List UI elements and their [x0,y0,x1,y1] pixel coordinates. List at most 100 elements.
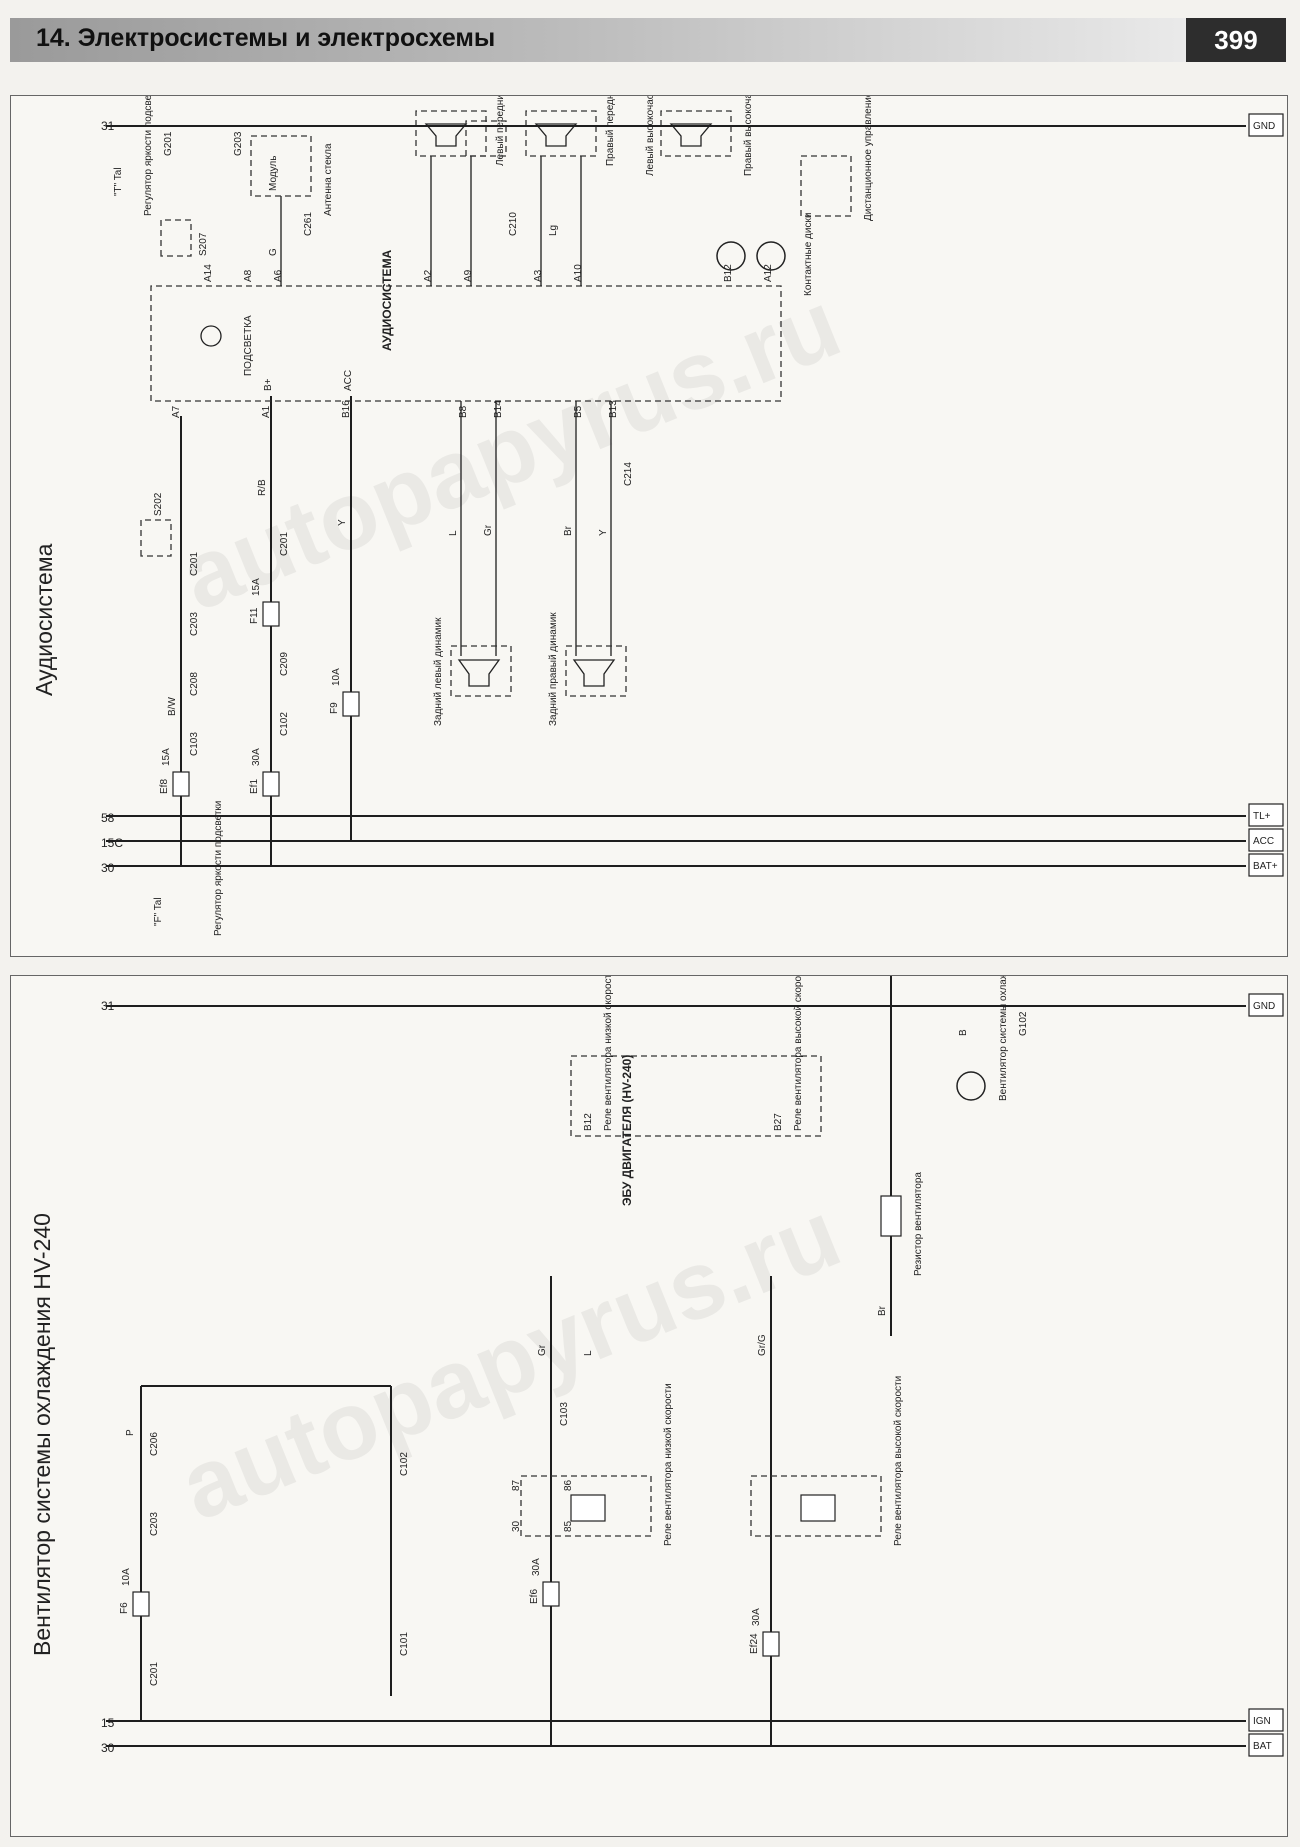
resistor-label: Резистор вентилятора [913,1172,924,1276]
antenna-module-label: Модуль [268,156,279,191]
rail-tag-acc: ACC [1248,828,1284,852]
tweeter-left-label: Левый высокочастотный динамик [645,96,656,176]
relay-low-pin-85: 85 [563,1520,574,1532]
relay-high-coil [800,1494,836,1522]
front-right-speaker-label: Правый передний динамик [605,96,616,166]
splice-s202-label: S202 [153,492,164,516]
pin-a2: A2 [423,269,434,282]
fan-wiring-diagram: 30 15 BAT IGN F6 10A C201 C203 C206 P C1… [101,976,1284,1757]
illumination-lamp-icon [200,325,222,347]
fuse-ef1 [262,771,280,797]
wire-g: G [268,248,279,256]
ecu-box [570,1055,822,1137]
pin-a8: A8 [243,269,254,282]
antenna-box [250,135,312,197]
fuse-f11-amp: 15A [251,578,262,596]
ecu-title: ЭБУ ДВИГАТЕЛЯ (HV-240) [620,1055,634,1206]
pin-a3: A3 [533,269,544,282]
front-left-speaker-box [415,110,487,157]
front-left-speaker-label: Левый передний динамик [495,96,506,166]
wire-gr-low: Gr [537,1344,548,1356]
wire-b: B [958,1029,969,1036]
fuse-f6 [132,1591,150,1617]
fuse-f11-label: F11 [249,607,260,624]
conn-c103: C103 [559,1402,570,1426]
svg-text:BAT: BAT [1253,1741,1272,1752]
rear-left-speaker-icon [457,659,501,687]
rear-right-speaker-box [565,645,627,697]
audio-system-panel: autopapyrus.ru Аудиосистема 30 15C 58 BA… [10,95,1288,957]
conn-c203: C203 [189,612,200,636]
ground-rail-num: 31 [101,999,115,1013]
wire-l: L [583,1350,594,1356]
fuse-ef24-label: Ef24 [749,1633,760,1654]
fuse-ef6-label: Ef6 [529,1589,540,1604]
svg-text:BAT+: BAT+ [1253,861,1278,872]
conn-c201b: C201 [279,532,290,556]
wire-br: Br [877,1305,888,1316]
front-right-speaker-icon [534,123,578,147]
fuse-f6-amp: 10A [121,1568,132,1586]
ground-g203: G203 [233,131,244,156]
fuse-ef8-amp: 15A [161,748,172,766]
rail-58-num: 58 [101,811,115,825]
conn-c261: C261 [303,212,314,236]
relay-high-box [750,1475,882,1537]
conn-c201: C201 [149,1662,160,1686]
conn-c101: C101 [399,1632,410,1656]
antenna-label: Антенна стекла [323,143,334,216]
illumination-pin: B+ [263,378,274,391]
fan-resistor [880,1195,902,1237]
wire-gr: Gr [483,524,494,536]
pin-a10: A10 [573,264,584,282]
ground-tag: GND [1248,113,1284,137]
audio-rotated-sheet: Аудиосистема 30 15C 58 BAT+ ACC TL+ [11,96,1287,956]
fuse-ef6 [542,1581,560,1607]
fuse-f6-label: F6 [119,1602,130,1614]
contact-discs-label: Контактные диски [803,213,814,296]
ecu-pin-b12: B12 [583,1113,594,1131]
ecu-relay-high: Реле вентилятора высокой скорости [793,976,804,1131]
dimmer-top-tag: "F" Tal [153,897,164,926]
tweeter-right-box [660,110,732,157]
pin-b16: B16 [341,400,352,418]
conn-c210: C210 [508,212,519,236]
dimmer-bottom-tag: "T" Tal [113,167,124,196]
pin-b5: B5 [573,405,584,418]
rail-30-num: 30 [101,861,115,875]
pin-b14: B14 [493,400,504,418]
pin-b12: B12 [723,264,734,282]
relay-high-label: Реле вентилятора высокой скорости [893,1376,904,1546]
fuse-f9 [342,691,360,717]
svg-text:IGN: IGN [1253,1716,1271,1727]
front-right-speaker-box [525,110,597,157]
rear-right-speaker-icon [572,659,616,687]
pin-a14: A14 [203,264,214,282]
fuse-ef1-label: Ef1 [249,779,260,794]
rail-15-num: 15 [101,1716,115,1730]
pin-b8: B8 [458,405,469,418]
pin-a6: A6 [273,269,284,282]
relay-low-coil [570,1494,606,1522]
pin-a12: A12 [763,264,774,282]
fuse-f11 [262,601,280,627]
relay-low-pin-30: 30 [511,1520,522,1532]
acc-pin: ACC [343,370,354,391]
fuse-f9-label: F9 [329,702,340,714]
steering-remote-box [800,155,852,217]
wire-br: Br [563,525,574,536]
rear-left-speaker-label: Задний левый динамик [433,617,444,726]
cooling-fan-panel: autopapyrus.ru Вентилятор системы охлажд… [10,975,1288,1837]
fuse-ef24-amp: 30A [751,1608,762,1626]
relay-low-pin-86: 86 [563,1479,574,1491]
fuse-ef8-label: Ef8 [159,779,170,794]
ecu-relay-low: Реле вентилятора низкой скорости [603,976,614,1131]
splice-s207-label: S207 [198,232,209,256]
splice-s202 [140,519,172,557]
svg-text:GND: GND [1253,121,1275,132]
audio-module-label: АУДИОСИСТЕМА [380,249,394,351]
rear-left-speaker-box [450,645,512,697]
relay-low-pin-87: 87 [511,1479,522,1491]
conn-c214: C214 [623,462,634,486]
tweeter-right-label: Правый высокочастотный динамик [743,96,754,176]
